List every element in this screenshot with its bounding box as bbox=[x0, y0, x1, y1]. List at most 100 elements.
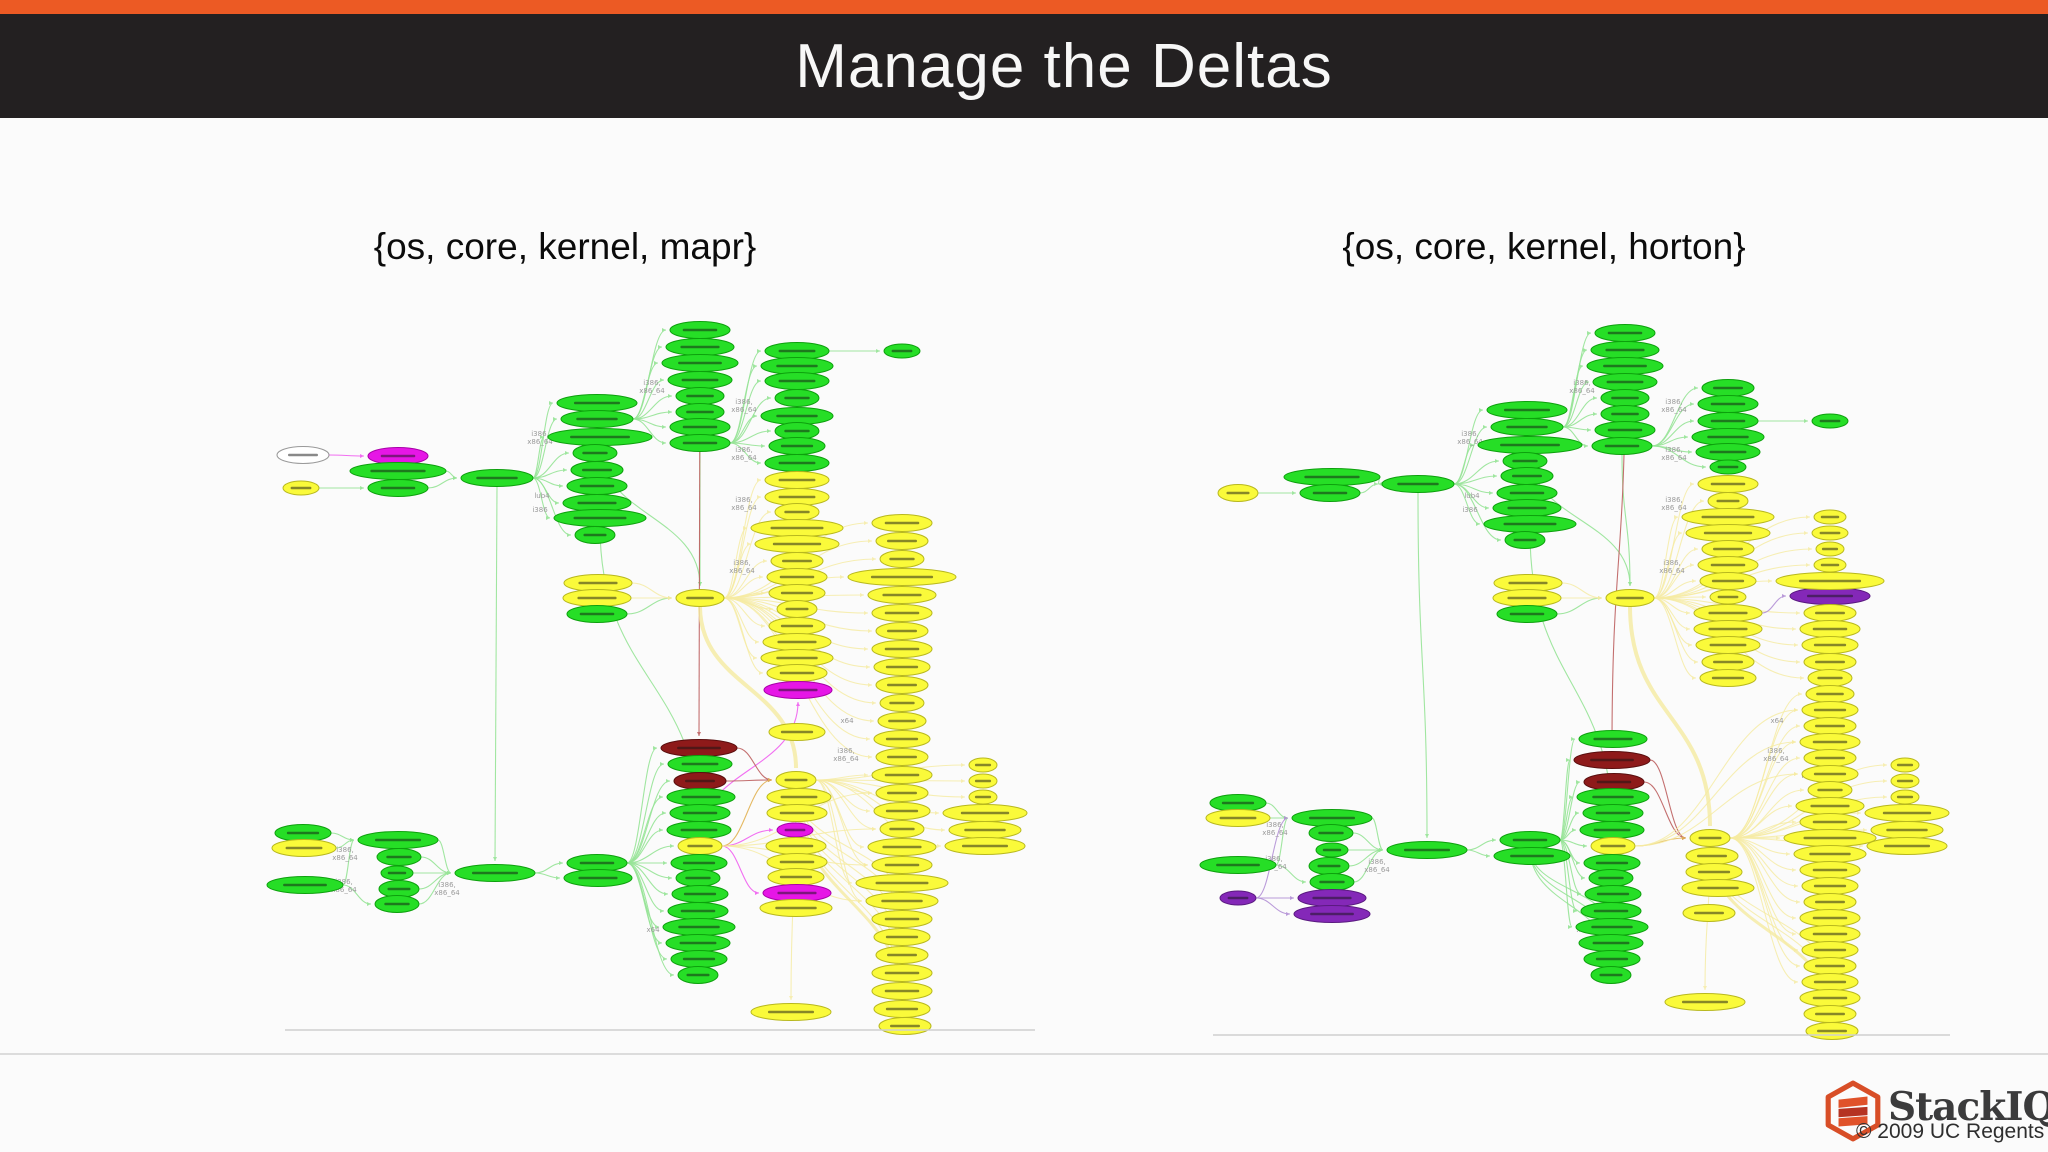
graph-node-label bbox=[1509, 491, 1545, 495]
graph-node-label bbox=[1506, 425, 1548, 429]
footer-divider bbox=[0, 1053, 2048, 1055]
graph-node-label bbox=[888, 719, 916, 723]
edge-label: x86_64 bbox=[1659, 567, 1685, 575]
graph-node-label bbox=[1611, 412, 1639, 416]
edge-label: i386, bbox=[1573, 379, 1591, 387]
graph-node-label bbox=[578, 581, 618, 585]
graph-node-label bbox=[1221, 801, 1255, 805]
graph-node-label bbox=[1813, 980, 1847, 984]
graph-edge bbox=[1634, 772, 1799, 847]
graph-node-label bbox=[583, 533, 607, 537]
graph-node-label bbox=[1815, 1012, 1845, 1016]
graph-node-label bbox=[875, 881, 929, 885]
graph-edge bbox=[729, 414, 758, 444]
graph-node-label bbox=[1507, 596, 1547, 600]
graph-edge bbox=[1649, 759, 1687, 840]
graph-edge bbox=[1255, 816, 1289, 899]
graph-node-label bbox=[285, 846, 323, 850]
graph-node-label bbox=[1710, 402, 1746, 406]
graph-edge bbox=[1562, 364, 1584, 428]
graph-node-label bbox=[778, 844, 814, 848]
graph-node-label bbox=[682, 328, 718, 332]
graph-edge bbox=[721, 778, 773, 847]
edge-label: lub4 bbox=[534, 492, 550, 500]
graph-edge bbox=[532, 477, 551, 520]
graph-edge bbox=[328, 453, 365, 458]
edge-label: x86_64 bbox=[434, 889, 460, 897]
graph-node-label bbox=[1717, 595, 1739, 599]
graph-node-label bbox=[772, 542, 822, 546]
graph-node-label bbox=[885, 1007, 919, 1011]
graph-edge bbox=[1628, 605, 1712, 827]
graph-node-label bbox=[1812, 627, 1848, 631]
graph-node-label bbox=[780, 624, 814, 628]
graph-node-label bbox=[574, 401, 620, 405]
graph-edge bbox=[1653, 563, 1695, 599]
graph-node-label bbox=[387, 871, 407, 875]
graph-node-label bbox=[870, 575, 934, 579]
graph-node-label bbox=[370, 469, 426, 473]
graph-edge bbox=[1275, 864, 1307, 884]
graph-edge bbox=[1353, 848, 1384, 883]
edge-label: x86_64 bbox=[639, 387, 665, 395]
graph-node-label bbox=[1717, 465, 1739, 469]
edge-label: x86_64 bbox=[1661, 406, 1687, 414]
graph-node-label bbox=[1504, 408, 1550, 412]
graph-node-label bbox=[1397, 482, 1439, 486]
graph-node-label bbox=[1590, 758, 1634, 762]
graph-node-label bbox=[775, 906, 817, 910]
graph-node-label bbox=[286, 831, 320, 835]
graph-node-label bbox=[770, 526, 824, 530]
graph-node-label bbox=[682, 441, 718, 445]
graph-node-label bbox=[890, 1024, 920, 1028]
graph-node-label bbox=[678, 925, 720, 929]
graph-edge bbox=[1562, 426, 1589, 448]
graph-edge bbox=[330, 832, 355, 842]
edge-label: i386, bbox=[643, 379, 661, 387]
graph-node-label bbox=[777, 891, 817, 895]
graph-edge bbox=[1562, 380, 1590, 428]
graph-edge bbox=[418, 871, 452, 905]
edge-label: x64 bbox=[1770, 717, 1784, 725]
graph-node-label bbox=[1607, 428, 1643, 432]
graph-node-label bbox=[779, 671, 815, 675]
graph-edge bbox=[1653, 597, 1691, 631]
graph-node-label bbox=[1500, 443, 1560, 447]
graph-edge bbox=[1729, 740, 1797, 839]
graph-node-label bbox=[1815, 900, 1845, 904]
graph-node-label bbox=[778, 461, 816, 465]
edge-label: i386, bbox=[336, 846, 354, 854]
edge-label: x86_64 bbox=[1569, 387, 1595, 395]
slide-header: Manage the Deltas bbox=[0, 14, 2048, 118]
graph-edge bbox=[632, 378, 665, 420]
edge-label: x86_64 bbox=[731, 504, 757, 512]
graph-edge bbox=[815, 779, 877, 831]
graph-node-label bbox=[685, 779, 715, 783]
graph-node-label bbox=[1616, 596, 1644, 600]
graph-node-label bbox=[1604, 444, 1640, 448]
graph-node-label bbox=[887, 755, 917, 759]
graph-node-label bbox=[1703, 531, 1753, 535]
graph-node-label bbox=[1509, 612, 1545, 616]
edge-label: x86_64 bbox=[1364, 866, 1390, 874]
graph-edge bbox=[1653, 499, 1705, 599]
graph-node-label bbox=[885, 809, 919, 813]
graph-node-label bbox=[582, 468, 612, 472]
graph-label-horton: {os, core, kernel, horton} bbox=[1342, 226, 1746, 267]
graph-node-label bbox=[889, 557, 915, 561]
graph-node-label bbox=[1820, 563, 1840, 567]
graph-node-label bbox=[782, 559, 812, 563]
graph-node-label bbox=[1819, 531, 1841, 535]
graph-node-label bbox=[779, 860, 815, 864]
graph-node-label bbox=[1886, 828, 1928, 832]
graph-node-label bbox=[1697, 870, 1731, 874]
graph-edge bbox=[1653, 597, 1697, 680]
graph-node-label bbox=[1404, 848, 1450, 852]
graph-node-label bbox=[1713, 660, 1743, 664]
graph-node-label bbox=[891, 349, 913, 353]
graph-edge bbox=[1453, 483, 1481, 526]
graph-edge bbox=[532, 435, 545, 479]
graph-node-label bbox=[1815, 964, 1845, 968]
edge-label: i386, bbox=[335, 878, 353, 886]
